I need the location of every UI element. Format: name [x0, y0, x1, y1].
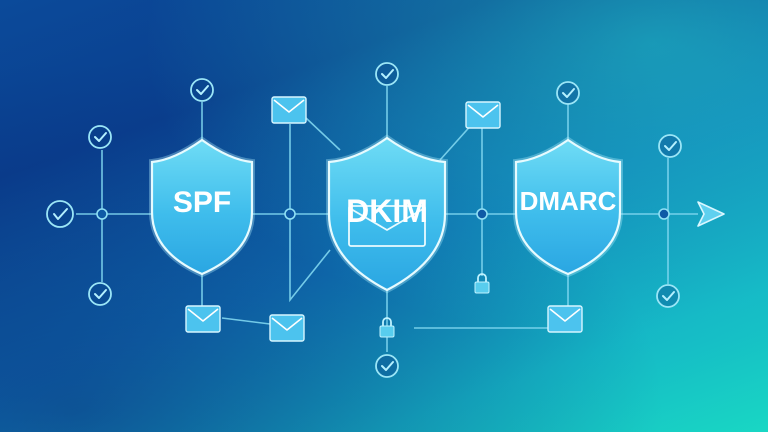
junction-nodes	[96, 208, 670, 220]
env-left-branch	[289, 124, 331, 303]
junction-node	[476, 208, 488, 220]
check-circle-icon	[656, 284, 680, 308]
send-arrow-icon	[697, 201, 725, 227]
envelope-icon	[348, 205, 426, 247]
shield-label-dkim: DKIM	[346, 193, 428, 229]
shield-dmarc: DMARC	[513, 136, 623, 278]
shield-spf: SPF	[149, 136, 255, 278]
check-circle-icon	[190, 78, 214, 102]
check-icons	[46, 62, 682, 378]
envelope-icons	[185, 96, 583, 342]
check-circle-icon	[46, 200, 74, 228]
junction-node	[96, 208, 108, 220]
check-circle-icon	[658, 134, 682, 158]
junction-node	[284, 208, 296, 220]
shield-icon	[150, 138, 254, 276]
shield-icon	[514, 138, 622, 276]
check-circle-icon	[375, 354, 399, 378]
envelope-icon	[271, 96, 307, 124]
lock-icon	[474, 273, 490, 294]
shield-dkim: DKIM	[326, 134, 448, 294]
check-circle-icon	[556, 81, 580, 105]
env-top-diagonal	[305, 117, 341, 151]
check-circle-icon	[88, 282, 112, 306]
shield-icon	[327, 136, 447, 292]
lock-icons	[379, 273, 490, 338]
envelope-icon	[185, 305, 221, 333]
lock-icon	[379, 317, 395, 338]
spf-bottom-link	[221, 317, 271, 325]
envelope-icon	[547, 305, 583, 333]
check-circle-icon	[88, 125, 112, 149]
check-circle-icon	[375, 62, 399, 86]
shield-label-dmarc: DMARC	[520, 186, 617, 216]
envelope-icon	[269, 314, 305, 342]
envelope-icon	[465, 101, 501, 129]
shield-label-spf: SPF	[173, 186, 231, 219]
junction-node	[658, 208, 670, 220]
